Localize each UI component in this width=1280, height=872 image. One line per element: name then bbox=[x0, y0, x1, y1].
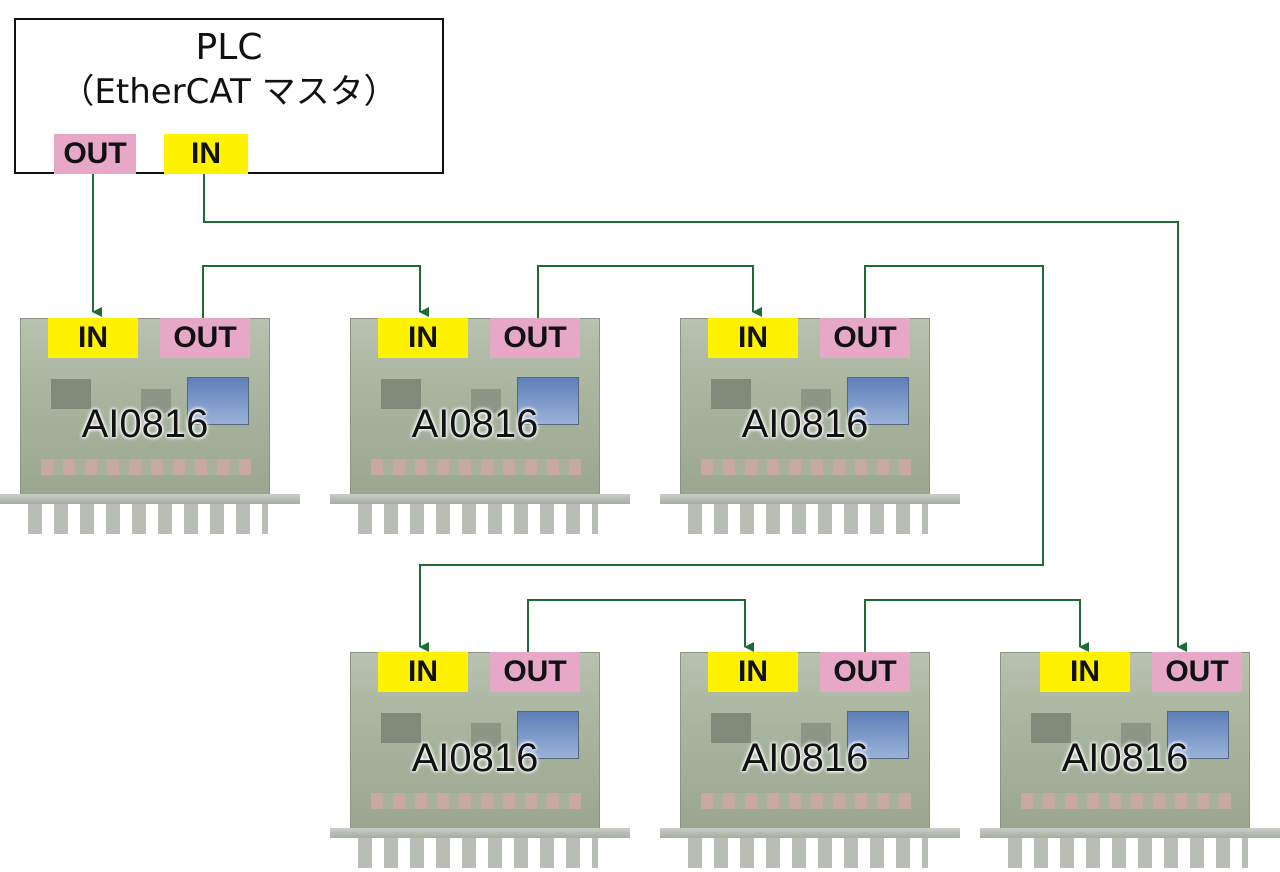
module-4: IN OUT AI0816 bbox=[330, 652, 630, 872]
module-1: IN OUT AI0816 bbox=[0, 318, 300, 538]
display-icon bbox=[517, 711, 579, 759]
wire-module-6-out-to-plc-in bbox=[203, 174, 1187, 652]
connector-strip bbox=[688, 504, 928, 534]
display-icon bbox=[847, 711, 909, 759]
connector-strip bbox=[1008, 838, 1248, 868]
module-1-name: AI0816 bbox=[81, 402, 209, 446]
module-3-name: AI0816 bbox=[741, 402, 869, 446]
connector-strip bbox=[28, 504, 268, 534]
wire-module-4-out-to-module-5-in bbox=[527, 599, 754, 652]
module-2-name: AI0816 bbox=[411, 402, 539, 446]
display-icon bbox=[517, 377, 579, 425]
module-3: IN OUT AI0816 bbox=[660, 318, 960, 538]
module-2-out-port: OUT bbox=[490, 318, 580, 358]
display-icon bbox=[847, 377, 909, 425]
module-5-in-port: IN bbox=[708, 652, 798, 692]
module-6: IN OUT AI0816 bbox=[980, 652, 1280, 872]
module-3-out-port: OUT bbox=[820, 318, 910, 358]
module-3-in-port: IN bbox=[708, 318, 798, 358]
plc-master-box: PLC （EtherCAT マスタ） OUT IN bbox=[14, 18, 444, 174]
module-5-out-port: OUT bbox=[820, 652, 910, 692]
connector-strip bbox=[358, 838, 598, 868]
display-icon bbox=[1167, 711, 1229, 759]
wire-module-1-out-to-module-2-in bbox=[202, 265, 429, 318]
wire-module-3-out-to-module-4-in bbox=[419, 265, 1044, 652]
module-2-in-port: IN bbox=[378, 318, 468, 358]
connector-strip bbox=[358, 504, 598, 534]
wire-module-5-out-to-module-6-in bbox=[864, 599, 1089, 652]
wire-module-2-out-to-module-3-in bbox=[537, 265, 762, 318]
connector-strip bbox=[688, 838, 928, 868]
plc-subtitle: （EtherCAT マスタ） bbox=[60, 72, 398, 112]
module-board-image bbox=[20, 318, 270, 498]
module-5-name: AI0816 bbox=[741, 736, 869, 780]
plc-in-port: IN bbox=[164, 134, 248, 174]
module-2: IN OUT AI0816 bbox=[330, 318, 630, 538]
module-4-out-port: OUT bbox=[490, 652, 580, 692]
display-icon bbox=[187, 377, 249, 425]
module-4-in-port: IN bbox=[378, 652, 468, 692]
module-6-in-port: IN bbox=[1040, 652, 1130, 692]
module-6-name: AI0816 bbox=[1061, 736, 1189, 780]
module-1-out-port: OUT bbox=[160, 318, 250, 358]
module-4-name: AI0816 bbox=[411, 736, 539, 780]
plc-out-port: OUT bbox=[54, 134, 136, 174]
module-5: IN OUT AI0816 bbox=[660, 652, 960, 872]
module-6-out-port: OUT bbox=[1152, 652, 1242, 692]
plc-title: PLC bbox=[195, 27, 263, 68]
module-1-in-port: IN bbox=[48, 318, 138, 358]
